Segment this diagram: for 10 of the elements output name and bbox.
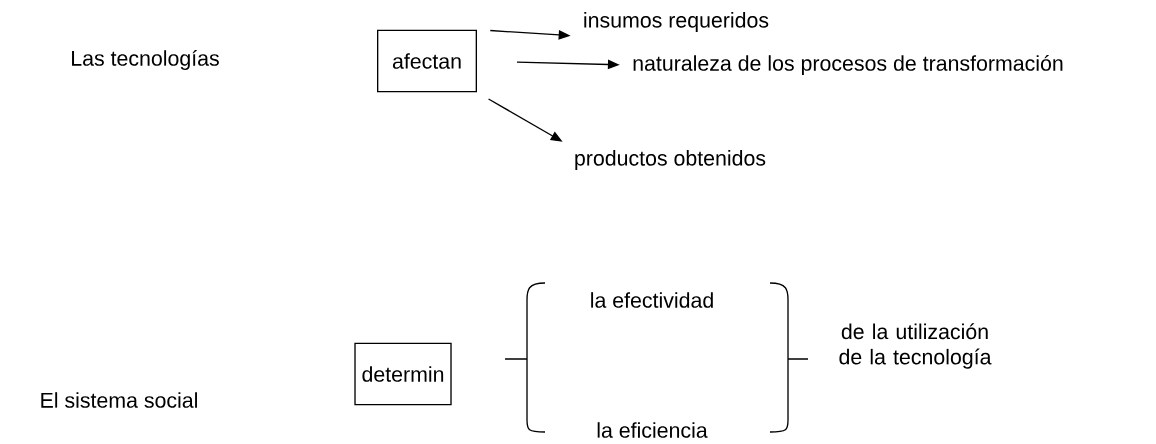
process-box: determin bbox=[354, 342, 452, 406]
process-box: afectan bbox=[377, 29, 477, 93]
text-label: la efectividad bbox=[591, 292, 713, 308]
text-label: de la utilización de la tecnología bbox=[839, 323, 992, 369]
text-label: Las tecnologías bbox=[72, 49, 219, 71]
text-label: la eficiencia bbox=[597, 422, 708, 438]
text-label: productos obtenidos bbox=[575, 150, 766, 170]
text-label: naturaleza de los procesos de transformación bbox=[633, 54, 1063, 76]
text-label: El sistema social bbox=[41, 392, 197, 408]
text-label: insumos requeridos bbox=[584, 12, 769, 32]
